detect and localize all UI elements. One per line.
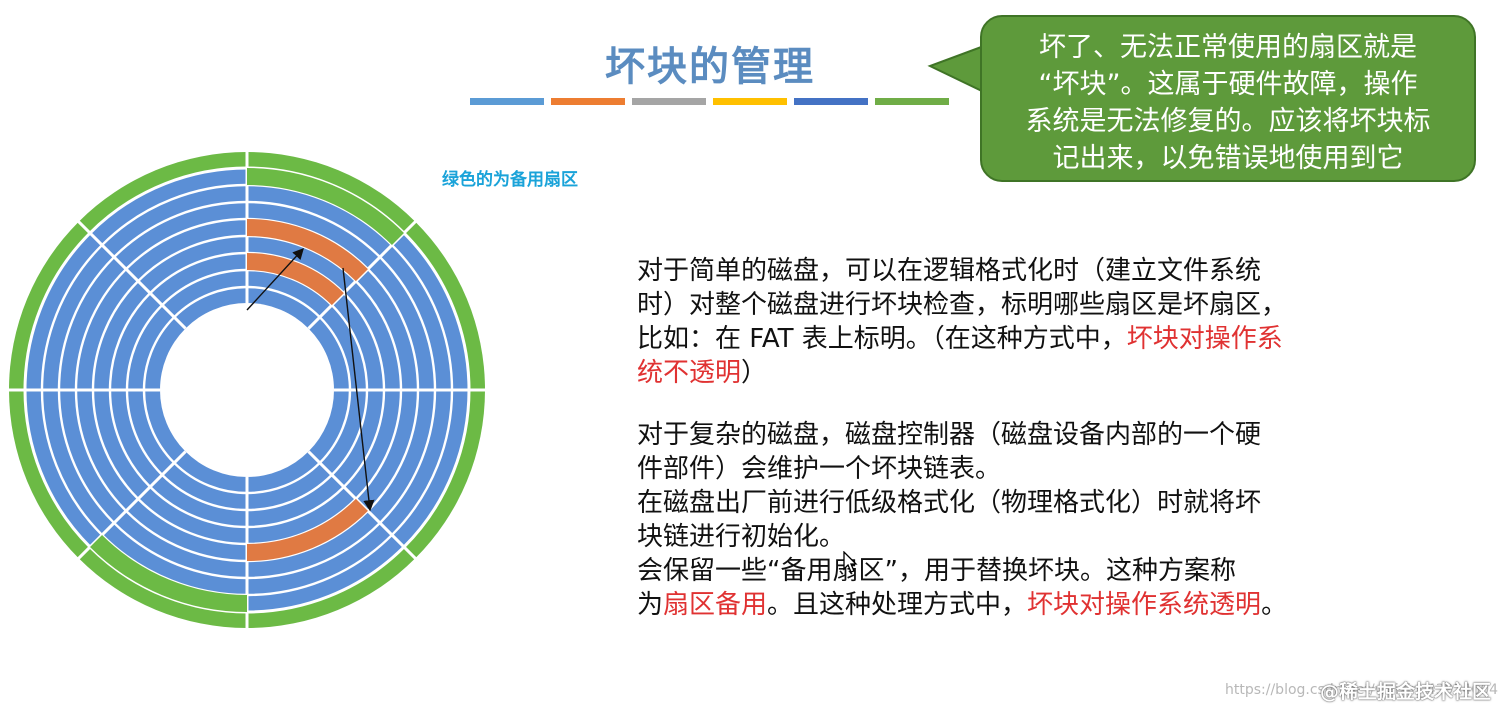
paragraph-line: 件部件）会维护一个坏块链表。 [637, 454, 1002, 484]
paragraph-line: 会保留一些“备用扇区”，用于替换坏块。这种方案称 [637, 556, 1236, 586]
color-bar-5 [794, 98, 868, 105]
color-bar-2 [551, 98, 625, 105]
relocation-arrow [246, 247, 304, 311]
color-bar-4 [713, 98, 787, 105]
callout-line: 坏了、无法正常使用的扇区就是 [1039, 32, 1417, 63]
disk-diagram [7, 150, 487, 630]
color-bar-1 [470, 98, 544, 105]
spare-sector [90, 534, 247, 612]
relocation-arrow [342, 267, 375, 512]
footer-url: https://blog.csdn.net/weixin_43914604 [1225, 682, 1499, 698]
paragraph-line: 统不透明） [637, 358, 768, 388]
paragraph-line: 比如：在 FAT 表上标明。（在这种方式中，坏块对操作系 [637, 324, 1283, 354]
footer: https://blog.csdn.net/weixin_43914604 @稀… [1225, 681, 1499, 703]
paragraph-line: 时）对整个磁盘进行坏块检查，标明哪些扇区是坏扇区， [637, 290, 1288, 320]
diagram-label: 绿色的为备用扇区 [442, 170, 578, 190]
callout-line: 记出来，以免错误地使用到它 [1052, 143, 1404, 174]
paragraph-line: 块链进行初始化。 [637, 522, 846, 552]
bad-block [247, 498, 368, 561]
color-bar-6 [875, 98, 949, 105]
paragraph-line: 在磁盘出厂前进行低级格式化（物理格式化）时就将坏 [637, 488, 1262, 518]
callout-bubble: 坏了、无法正常使用的扇区就是 “坏块”。这属于硬件故障，操作 系统是无法修复的。… [980, 15, 1476, 182]
paragraph-line: 对于复杂的磁盘，磁盘控制器（磁盘设备内部的一个硬 [637, 420, 1262, 450]
highlight-text: 坏块对操作系 [1126, 324, 1283, 354]
disk-hub [160, 303, 334, 477]
highlight-text: 统不透明 [637, 358, 742, 388]
bad-block [247, 253, 344, 306]
watermark: @稀土掘金技术社区 [1320, 681, 1492, 703]
highlight-text: 坏块对操作系统透明 [1027, 590, 1262, 620]
title-color-bars [470, 98, 949, 105]
callout-line: 系统是无法修复的。应该将坏块标 [1025, 106, 1431, 137]
sector-boundary [76, 450, 187, 561]
explanation-text: 对于简单的磁盘，可以在逻辑格式化时（建立文件系统 时）对整个磁盘进行坏块检查，标… [637, 254, 1427, 622]
sector-boundary [76, 219, 187, 330]
spare-sector [247, 168, 404, 246]
color-bar-3 [632, 98, 706, 105]
highlight-text: 扇区备用 [663, 590, 768, 620]
slide-title: 坏块的管理 [605, 44, 815, 90]
paragraph-line: 对于简单的磁盘，可以在逻辑格式化时（建立文件系统 [637, 256, 1262, 286]
callout-line: “坏块”。这属于硬件故障，操作 [1038, 69, 1418, 100]
paragraph-line: 为扇区备用。且这种处理方式中，坏块对操作系统透明。 [637, 590, 1288, 620]
mouse-pointer-icon [843, 551, 858, 573]
bad-block [247, 219, 368, 282]
